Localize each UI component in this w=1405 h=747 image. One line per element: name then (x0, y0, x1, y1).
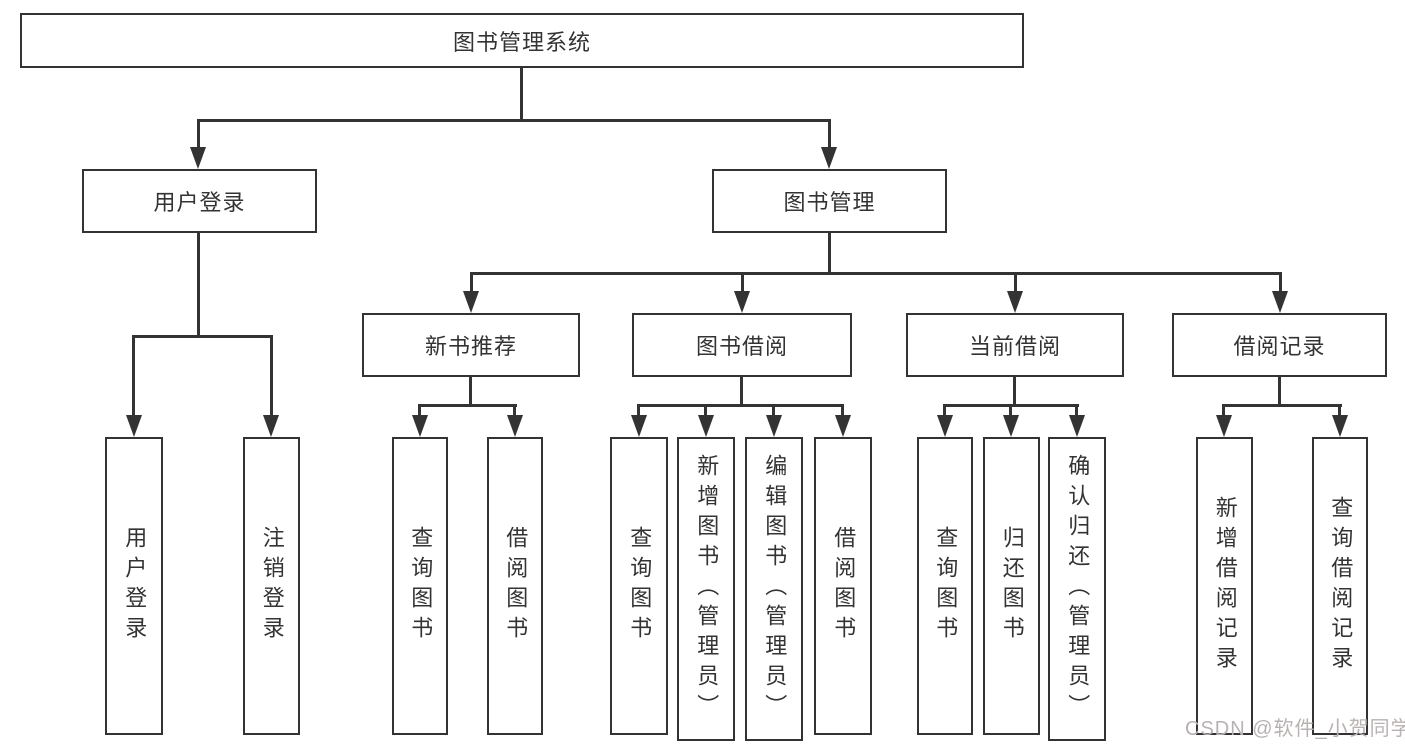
leaf-query-books: 查询图书 (392, 437, 448, 735)
arrow-to-br-add (1216, 415, 1232, 437)
arrow-to-current-borrowing (1007, 291, 1023, 313)
node-label: 借阅记录 (1233, 334, 1326, 359)
leaf-query-borrow-record: 查询借阅记录 (1312, 437, 1368, 735)
connector-drop-cb-confirm (1075, 404, 1078, 415)
leaf-label: 注销登录 (259, 526, 285, 646)
arrow-to-nb-borrow (507, 415, 523, 437)
leaf-label: 查询图书 (627, 526, 653, 646)
connector-drop-nb-borrow (513, 404, 516, 415)
leaf-label: 查询借阅记录 (1328, 496, 1354, 676)
connector-drop-bb-borrow (841, 404, 844, 415)
connector-login-stub (197, 233, 200, 335)
connector-newrec-stub (469, 377, 472, 404)
arrow-to-bb-add (698, 415, 714, 437)
arrow-to-user-login (190, 147, 206, 169)
connector-drop-bb-query (637, 404, 640, 415)
arrow-to-bb-borrow (835, 415, 851, 437)
connector-drop-cb-return (1009, 404, 1012, 415)
leaf-label: 借阅图书 (831, 526, 857, 646)
arrow-to-nb-query (412, 415, 428, 437)
leaf-label: 归还图书 (999, 526, 1025, 646)
arrow-to-bb-edit (766, 415, 782, 437)
connector-drop-book-borrowing (741, 272, 744, 291)
leaf-label: 新增借阅记录 (1212, 496, 1238, 676)
leaf-borrow-books: 借阅图书 (487, 437, 543, 735)
leaf-logout: 注销登录 (243, 437, 300, 735)
leaf-add-books-admin: 新增图书（管理员） (677, 437, 735, 741)
node-label: 图书借阅 (695, 334, 788, 359)
connector-current-stub (1013, 377, 1016, 404)
node-label: 新书推荐 (424, 334, 517, 359)
connector-drop-br-add (1222, 404, 1225, 415)
arrow-to-book-management (821, 147, 837, 169)
leaf-label: 新增图书（管理员） (694, 454, 720, 724)
connector-bookmgmt-horizontal (470, 272, 1282, 275)
arrow-to-userlogin-leaf (126, 415, 142, 437)
leaf-confirm-return-admin: 确认归还（管理员） (1048, 437, 1106, 741)
arrow-to-cb-confirm (1069, 415, 1085, 437)
node-label: 当前借阅 (968, 334, 1061, 359)
connector-drop-userlogin-leaf (132, 335, 135, 415)
arrow-to-br-query (1332, 415, 1348, 437)
leaf-return-books: 归还图书 (983, 437, 1040, 735)
leaf-label: 借阅图书 (503, 526, 529, 646)
connector-drop-new-recommendation (470, 272, 473, 291)
arrow-to-book-borrowing (734, 291, 750, 313)
arrow-to-cb-query (937, 415, 953, 437)
connector-drop-nb-query (418, 404, 421, 415)
node-book-management-branch: 图书管理 (712, 169, 947, 233)
node-label: 用户登录 (153, 190, 246, 215)
node-book-borrowing: 图书借阅 (632, 313, 852, 377)
leaf-query-books: 查询图书 (610, 437, 668, 735)
connector-drop-bb-edit (772, 404, 775, 415)
connector-borrow-stub (740, 377, 743, 404)
connector-login-horizontal (132, 335, 273, 338)
leaf-label: 用户登录 (122, 526, 148, 646)
connector-borrow-horizontal (637, 404, 844, 407)
connector-drop-br-query (1338, 404, 1341, 415)
connector-bookmgmt-stub (828, 233, 831, 272)
connector-drop-bb-add (704, 404, 707, 415)
leaf-label: 编辑图书（管理员） (762, 454, 788, 724)
arrow-to-bb-query (631, 415, 647, 437)
connector-drop-user-login (197, 119, 200, 147)
arrow-to-cb-return (1003, 415, 1019, 437)
connector-newrec-horizontal (418, 404, 517, 407)
leaf-label: 查询图书 (408, 526, 434, 646)
leaf-add-borrow-record: 新增借阅记录 (1196, 437, 1253, 735)
connector-records-horizontal (1222, 404, 1342, 407)
connector-drop-book-management (828, 119, 831, 147)
leaf-user-login: 用户登录 (105, 437, 163, 735)
connector-drop-current-borrowing (1014, 272, 1017, 291)
leaf-label: 查询图书 (933, 526, 959, 646)
arrow-to-logout-leaf (263, 415, 279, 437)
connector-drop-cb-query (943, 404, 946, 415)
leaf-edit-books-admin: 编辑图书（管理员） (745, 437, 803, 741)
csdn-watermark: CSDN @软件_小贺同学 (1185, 718, 1405, 740)
arrow-to-borrowing-records (1272, 291, 1288, 313)
connector-drop-borrowing-records (1279, 272, 1282, 291)
node-new-book-recommendation: 新书推荐 (362, 313, 580, 377)
connector-root-stub (520, 68, 523, 119)
node-current-borrowing: 当前借阅 (906, 313, 1124, 377)
connector-drop-logout-leaf (270, 335, 273, 415)
connector-root-horizontal (197, 119, 831, 122)
node-label: 图书管理系统 (452, 29, 591, 55)
leaf-borrow-books: 借阅图书 (814, 437, 872, 735)
node-user-login-branch: 用户登录 (82, 169, 317, 233)
node-label: 图书管理 (783, 190, 876, 215)
node-library-management-system: 图书管理系统 (20, 13, 1024, 68)
connector-records-stub (1278, 377, 1281, 404)
leaf-query-books: 查询图书 (917, 437, 973, 735)
node-borrowing-records: 借阅记录 (1172, 313, 1387, 377)
leaf-label: 确认归还（管理员） (1065, 454, 1091, 724)
arrow-to-new-recommendation (463, 291, 479, 313)
